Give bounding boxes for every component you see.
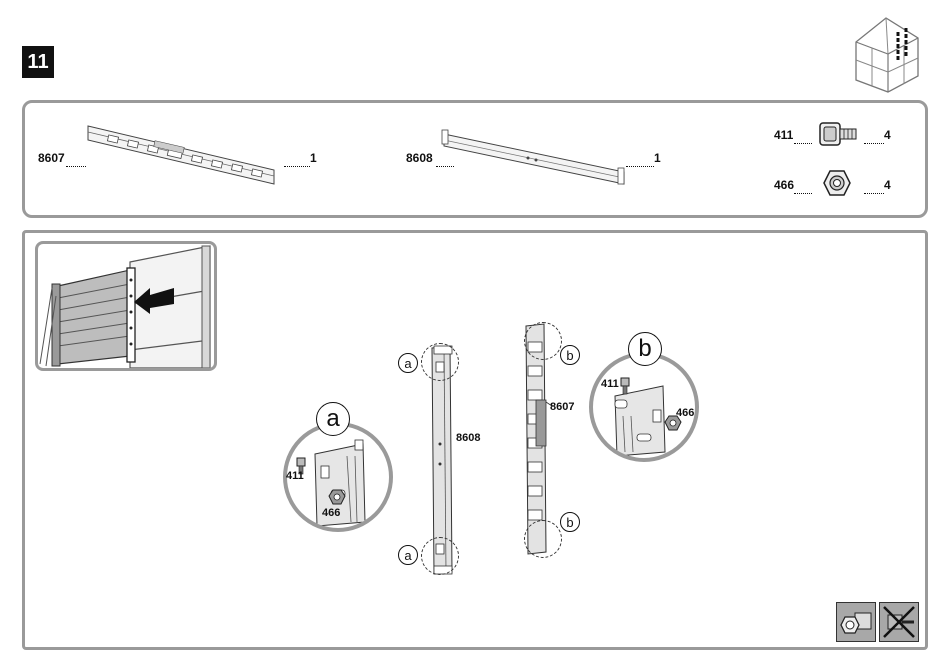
part-8607-qty: 1 [310,151,317,165]
callout-a-top-label: a [398,353,418,373]
leader-dots [436,166,454,167]
callout-b-top-label: b [560,345,580,365]
rail-8607-label: 8607 [550,401,574,413]
detail-b-bolt-code: 411 [601,378,619,390]
greenhouse-thumbnail-icon [846,14,926,96]
detail-b-letter: b [628,332,662,366]
part-411-qty: 4 [884,128,891,142]
detail-a-bolt-code: 411 [286,470,304,482]
leader-dots [864,193,884,194]
step-number-badge: 11 [22,46,54,78]
part-8607-code: 8607 [38,151,65,165]
part-8608-code: 8608 [406,151,433,165]
detail-a-nut-code: 466 [322,507,340,519]
location-inset [35,241,217,371]
detail-a-letter: a [316,402,350,436]
leader-dots [626,166,654,167]
callout-a-bottom-ring [421,537,459,575]
leader-dots [794,143,812,144]
part-8608-rail [440,128,630,190]
nut-466-icon [816,166,860,200]
part-411-code: 411 [774,128,793,142]
part-466-code: 466 [774,178,794,192]
part-8608-qty: 1 [654,151,661,165]
arrow-icon [132,284,176,314]
part-8607-rail [84,122,284,188]
bolt-411-icon [816,120,860,150]
leader-dots [794,193,812,194]
leader-dots [66,166,86,167]
use-nut-icon [836,602,876,642]
callout-b-bottom-ring [524,520,562,558]
detail-b-nut-code: 466 [676,407,694,419]
callout-a-top-ring [421,343,459,381]
no-drill-icon [879,602,919,642]
rail-8608-label: 8608 [456,432,480,444]
leader-dots [864,143,884,144]
part-466-qty: 4 [884,178,891,192]
callout-b-top-ring [524,322,562,360]
callout-a-bottom-label: a [398,545,418,565]
callout-b-bottom-label: b [560,512,580,532]
leader-dots [284,166,310,167]
